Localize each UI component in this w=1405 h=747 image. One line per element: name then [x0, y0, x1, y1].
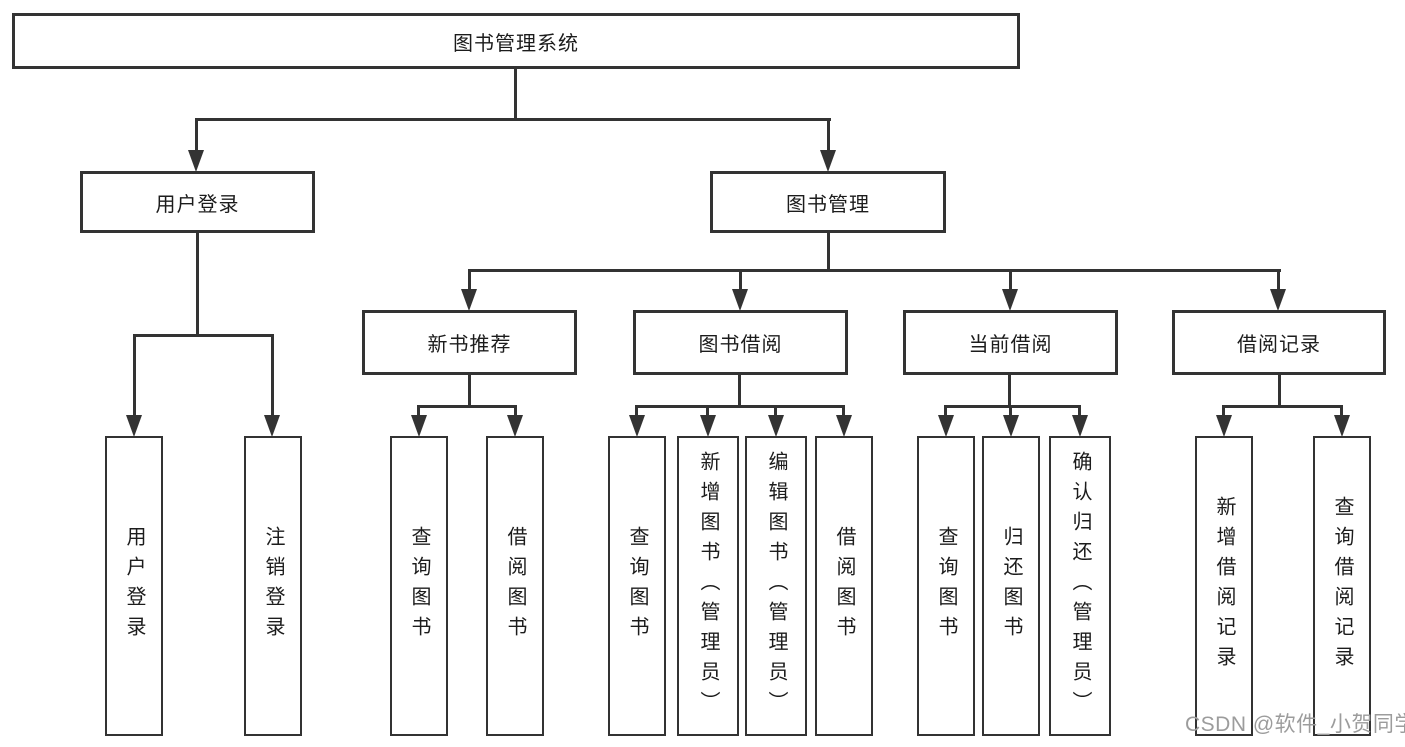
- arrowhead-icon: [1334, 415, 1350, 437]
- node-book-borrow: 图书借阅: [633, 310, 848, 375]
- arrowhead-icon: [1002, 289, 1018, 311]
- arrowhead-icon: [1072, 415, 1088, 437]
- connector-line: [514, 405, 517, 417]
- leaf-current-confirm-admin: 确认归还（管理员）: [1049, 436, 1111, 736]
- leaf-label: 新增借阅记录: [1213, 496, 1235, 676]
- connector-line: [195, 118, 831, 121]
- leaf-label: 确认归还（管理员）: [1069, 451, 1091, 721]
- connector-line: [1222, 405, 1225, 417]
- arrowhead-icon: [411, 415, 427, 437]
- leaf-logout: 注销登录: [244, 436, 302, 736]
- leaf-label: 新增图书（管理员）: [697, 451, 719, 721]
- leaf-current-query: 查询图书: [917, 436, 975, 736]
- arrowhead-icon: [188, 150, 204, 172]
- node-borrow-records: 借阅记录: [1172, 310, 1386, 375]
- connector-line: [468, 269, 471, 293]
- leaf-label: 查询图书: [935, 526, 957, 646]
- arrowhead-icon: [732, 289, 748, 311]
- arrowhead-icon: [264, 415, 280, 437]
- arrowhead-icon: [938, 415, 954, 437]
- connector-line: [706, 405, 709, 417]
- leaf-borrow-edit-admin: 编辑图书（管理员）: [745, 436, 807, 736]
- connector-line: [417, 405, 517, 408]
- leaf-label: 查询借阅记录: [1331, 496, 1353, 676]
- leaf-label: 查询图书: [408, 526, 430, 646]
- leaf-label: 查询图书: [626, 526, 648, 646]
- leaf-records-query: 查询借阅记录: [1313, 436, 1371, 736]
- leaf-label: 借阅图书: [504, 526, 526, 646]
- connector-line: [1008, 375, 1011, 408]
- connector-line: [774, 405, 777, 417]
- connector-line: [1078, 405, 1081, 417]
- leaf-user-login: 用户登录: [105, 436, 163, 736]
- connector-line: [944, 405, 947, 417]
- connector-line: [133, 334, 136, 417]
- leaf-newbooks-query: 查询图书: [390, 436, 448, 736]
- arrowhead-icon: [126, 415, 142, 437]
- connector-line: [1340, 405, 1343, 417]
- connector-line: [1009, 405, 1012, 417]
- connector-line: [1278, 375, 1281, 408]
- leaf-records-add: 新增借阅记录: [1195, 436, 1253, 736]
- leaf-current-return: 归还图书: [982, 436, 1040, 736]
- arrowhead-icon: [461, 289, 477, 311]
- arrowhead-icon: [700, 415, 716, 437]
- connector-line: [635, 405, 638, 417]
- arrowhead-icon: [1003, 415, 1019, 437]
- arrowhead-icon: [836, 415, 852, 437]
- connector-line: [1222, 405, 1343, 408]
- connector-line: [635, 405, 845, 408]
- connector-line: [738, 375, 741, 408]
- node-current-borrow: 当前借阅: [903, 310, 1118, 375]
- leaf-newbooks-borrow: 借阅图书: [486, 436, 544, 736]
- arrowhead-icon: [1270, 289, 1286, 311]
- connector-line: [133, 334, 274, 337]
- connector-line: [468, 269, 1281, 272]
- connector-line: [468, 375, 471, 408]
- leaf-borrow-book: 借阅图书: [815, 436, 873, 736]
- arrowhead-icon: [1216, 415, 1232, 437]
- connector-line: [417, 405, 420, 417]
- connector-line: [1277, 269, 1280, 293]
- connector-line: [195, 118, 198, 152]
- node-new-book-recommend: 新书推荐: [362, 310, 577, 375]
- leaf-label: 用户登录: [123, 526, 145, 646]
- leaf-label: 注销登录: [262, 526, 284, 646]
- node-book-management: 图书管理: [710, 171, 946, 233]
- connector-line: [944, 405, 1081, 408]
- leaf-borrow-add-admin: 新增图书（管理员）: [677, 436, 739, 736]
- connector-line: [1009, 269, 1012, 293]
- node-user-login: 用户登录: [80, 171, 315, 233]
- connector-line: [842, 405, 845, 417]
- node-root-library-system: 图书管理系统: [12, 13, 1020, 69]
- connector-line: [739, 269, 742, 293]
- connector-line: [271, 334, 274, 417]
- connector-line: [514, 69, 517, 121]
- csdn-watermark: CSDN @软件_小贺同学: [1185, 713, 1405, 736]
- leaf-label: 编辑图书（管理员）: [765, 451, 787, 721]
- leaf-borrow-query: 查询图书: [608, 436, 666, 736]
- leaf-label: 归还图书: [1000, 526, 1022, 646]
- arrowhead-icon: [820, 150, 836, 172]
- connector-line: [827, 118, 830, 152]
- arrowhead-icon: [507, 415, 523, 437]
- arrowhead-icon: [629, 415, 645, 437]
- connector-line: [196, 233, 199, 337]
- leaf-label: 借阅图书: [833, 526, 855, 646]
- connector-line: [827, 233, 830, 271]
- arrowhead-icon: [768, 415, 784, 437]
